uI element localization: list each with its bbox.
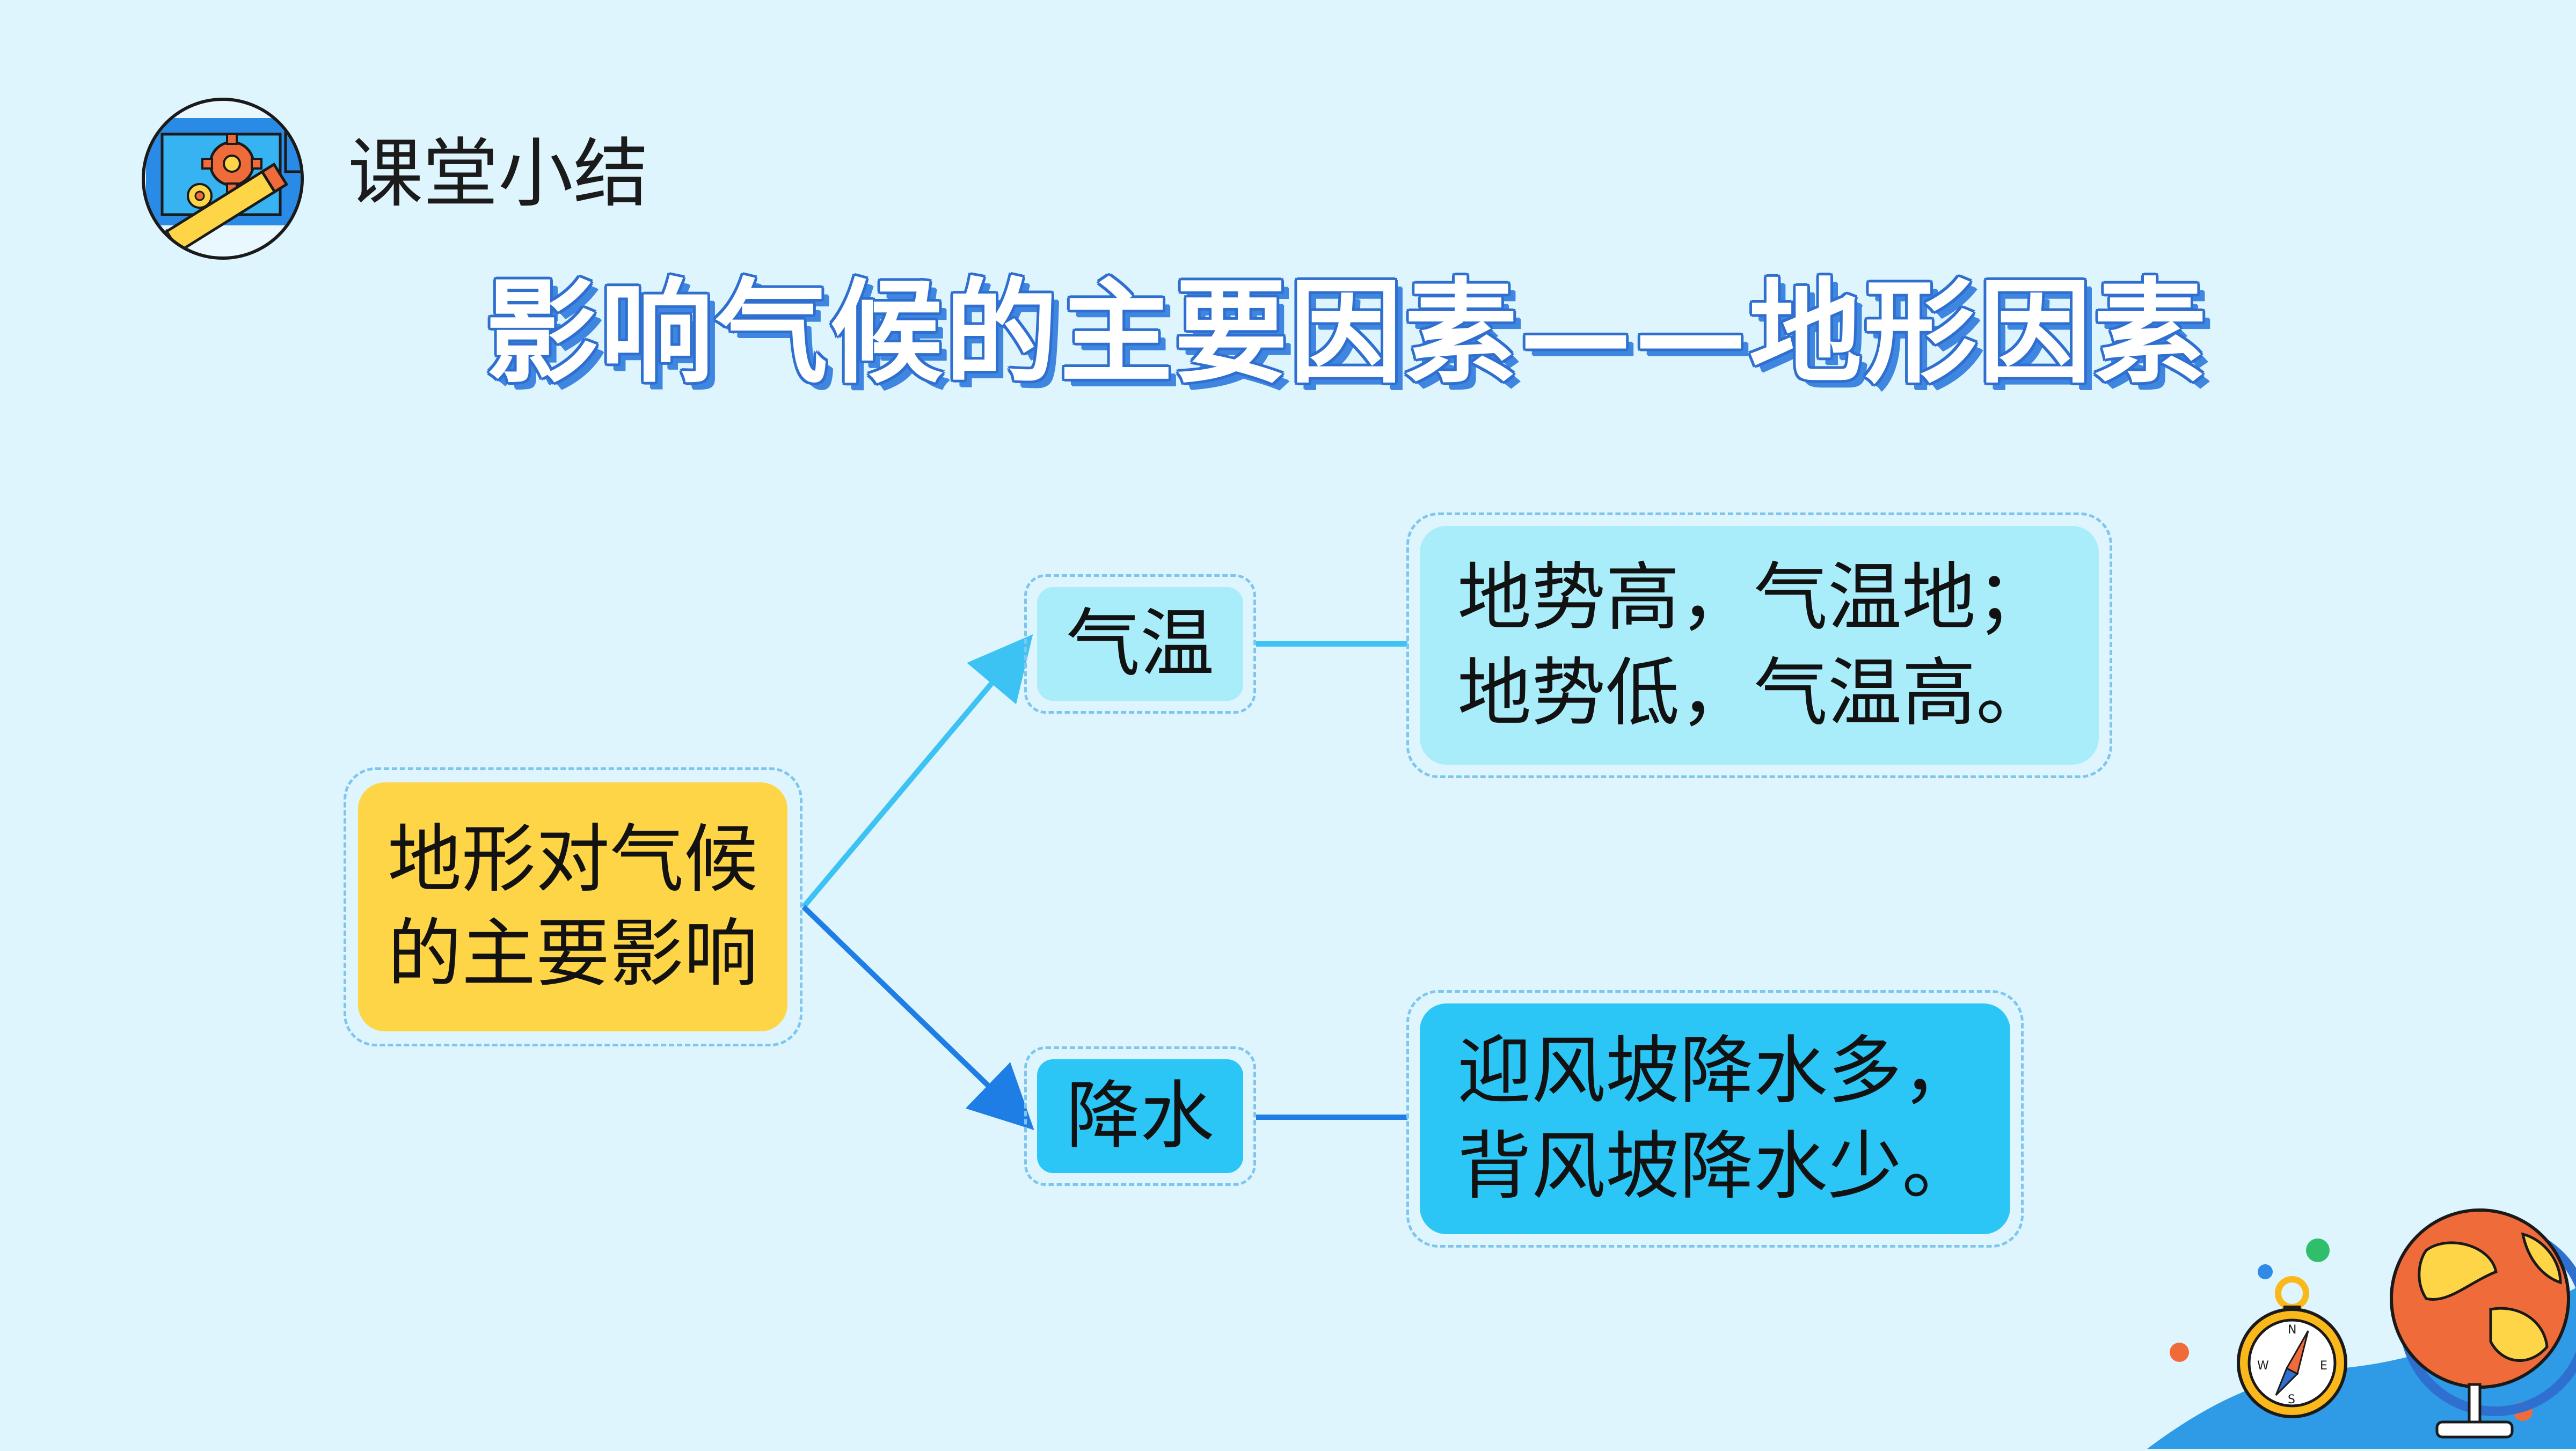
temperature-detail-line-1: 地势高，气温地；: [1457, 554, 2050, 641]
temperature-detail-line-2: 地势低，气温高。: [1457, 649, 2050, 736]
dot-blue: [2258, 1264, 2273, 1279]
precipitation-detail-outline: [1406, 990, 2024, 1248]
precipitation-detail: 迎风坡降水多， 背风坡降水少。: [1420, 1003, 2010, 1234]
section-label: 课堂小结: [348, 130, 649, 218]
root-node: 地形对气候 的主要影响: [358, 782, 787, 1031]
arrow-to-temperature: [801, 634, 1033, 909]
temperature-label: 气温: [1066, 600, 1214, 687]
precipitation-detail-line-2: 背风坡降水少。: [1457, 1123, 1976, 1210]
arrow-to-precipitation: [801, 905, 1034, 1130]
compass-icon: N W E S: [2237, 1276, 2347, 1418]
svg-text:W: W: [2257, 1359, 2269, 1373]
globe-icon: [2390, 1208, 2576, 1439]
gear-pencil-icon: [141, 97, 305, 261]
precipitation-detail-line-1: 迎风坡降水多，: [1457, 1028, 1976, 1114]
svg-text:E: E: [2320, 1359, 2327, 1373]
precipitation-label: 降水: [1066, 1073, 1214, 1159]
root-node-line-2: 的主要影响: [387, 911, 758, 997]
temperature-node-outline: [1024, 574, 1256, 714]
precipitation-node-outline: [1024, 1046, 1256, 1186]
temperature-detail-outline: [1406, 512, 2112, 778]
precipitation-node: 降水: [1037, 1059, 1243, 1173]
svg-text:S: S: [2288, 1393, 2295, 1406]
temperature-detail: 地势高，气温地； 地势低，气温高。: [1420, 526, 2099, 765]
root-node-outline: [344, 767, 802, 1046]
svg-text:N: N: [2288, 1323, 2296, 1337]
dot-green: [2306, 1239, 2330, 1262]
dot-orange: [2170, 1343, 2189, 1362]
root-node-line-1: 地形对气候: [387, 816, 758, 903]
temperature-node: 气温: [1037, 587, 1243, 701]
page-title: 影响气候的主要因素——地形因素: [485, 266, 2209, 399]
decoration-corner: N W E S: [2147, 1170, 2576, 1449]
